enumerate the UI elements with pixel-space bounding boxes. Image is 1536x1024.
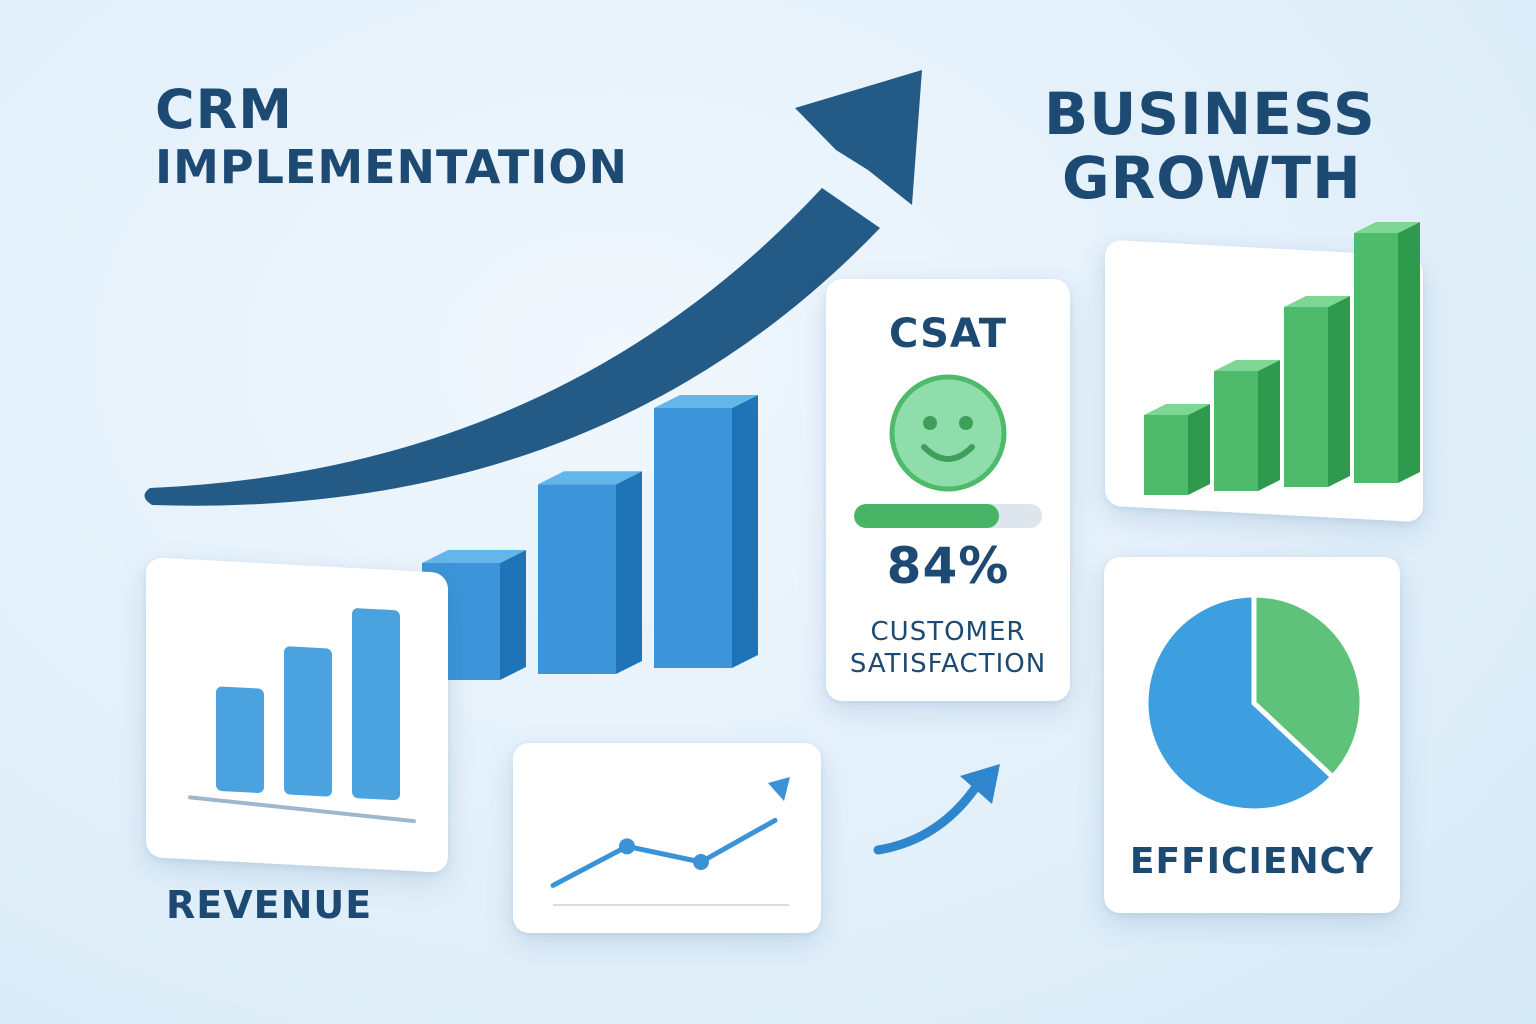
- blue-3d-bar-side: [500, 550, 526, 680]
- green-3d-bar-top: [1144, 404, 1210, 415]
- csat-progress-fill: [854, 504, 999, 528]
- green-3d-bar-side: [1328, 296, 1350, 487]
- csat-caption-line1: CUSTOMER: [870, 617, 1026, 647]
- green-3d-bar-front: [1354, 233, 1398, 483]
- heading-growth: GROWTH: [1062, 144, 1362, 212]
- csat-progress-track: [854, 504, 1042, 528]
- csat-title: CSAT: [888, 311, 1008, 357]
- green-3d-bar-top: [1354, 222, 1420, 233]
- csat-card: CSAT 84% CUSTOMER SATISFACTION: [826, 279, 1070, 701]
- blue-3d-bar-chart: [422, 395, 758, 680]
- green-3d-bar-side: [1258, 360, 1280, 491]
- trend-card: [513, 743, 821, 933]
- blue-3d-bar-side: [732, 395, 758, 668]
- heading-business: BUSINESS: [1044, 80, 1376, 148]
- efficiency-pie-chart: [1143, 592, 1365, 814]
- revenue-bar: [216, 686, 264, 793]
- blue-3d-bar-front: [538, 484, 616, 674]
- heading-crm: CRM: [155, 78, 293, 141]
- revenue-card: [146, 557, 448, 873]
- green-3d-bar-side: [1188, 404, 1210, 495]
- small-curved-arrow-icon: [873, 764, 1000, 855]
- green-3d-bar-chart: [1144, 222, 1420, 495]
- smiley-face-icon: [889, 374, 1007, 492]
- green-3d-bar-top: [1284, 296, 1350, 307]
- blue-3d-bar-top: [422, 550, 526, 563]
- blue-3d-bar-front: [654, 408, 732, 668]
- green-3d-bar-front: [1144, 415, 1188, 495]
- revenue-label: REVENUE: [166, 883, 373, 927]
- green-3d-bar-front: [1284, 307, 1328, 487]
- blue-3d-bar-side: [616, 471, 642, 674]
- csat-percent: 84%: [886, 537, 1010, 595]
- trend-point: [619, 838, 635, 855]
- blue-3d-bar-top: [538, 471, 642, 485]
- trend-point: [693, 854, 709, 870]
- trend-line-chart: [550, 777, 790, 906]
- pie-slice-blue: [1143, 592, 1337, 814]
- efficiency-label: EFFICIENCY: [1129, 841, 1375, 882]
- heading-implementation: IMPLEMENTATION: [155, 140, 628, 194]
- revenue-bar: [352, 608, 400, 801]
- revenue-bar: [284, 646, 332, 797]
- green-3d-bar-front: [1214, 371, 1258, 491]
- pie-slice-green: [1251, 592, 1365, 781]
- green-3d-bar-top: [1214, 360, 1280, 371]
- blue-3d-bar-top: [654, 395, 758, 408]
- efficiency-card: EFFICIENCY: [1104, 557, 1400, 913]
- green-3d-bar-side: [1398, 222, 1420, 483]
- csat-caption-line2: SATISFACTION: [849, 649, 1047, 679]
- revenue-bar-chart: [188, 608, 416, 824]
